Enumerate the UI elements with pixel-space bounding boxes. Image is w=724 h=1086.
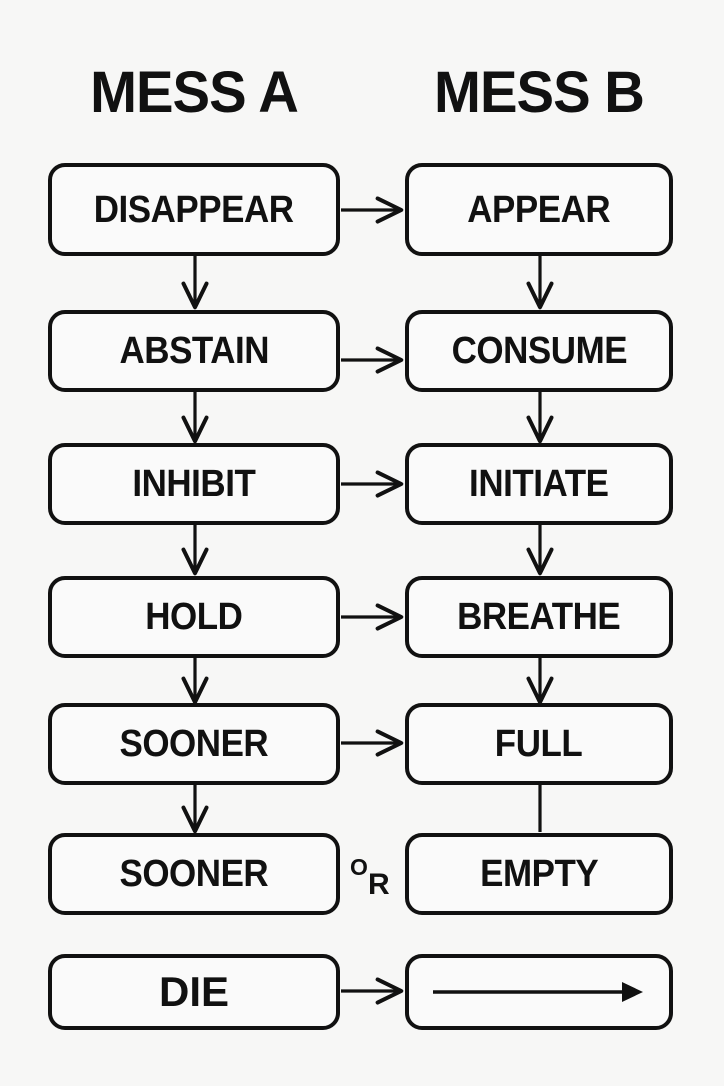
node-label: CONSUME: [451, 330, 627, 372]
or-label-second: R: [368, 868, 390, 901]
node-label: BREATHE: [457, 596, 621, 638]
node-left-row-7[interactable]: DIE: [48, 954, 340, 1030]
node-label: SOONER: [119, 853, 269, 895]
long-right-arrow-icon: [409, 958, 669, 1026]
node-label: DIE: [158, 968, 229, 1015]
node-left-row-2[interactable]: ABSTAIN: [48, 310, 340, 392]
node-right-row-2[interactable]: CONSUME: [405, 310, 673, 392]
node-label: INHIBIT: [132, 463, 256, 505]
node-label: FULL: [495, 723, 583, 765]
node-label: INITIATE: [469, 463, 609, 505]
node-right-row-6[interactable]: EMPTY: [405, 833, 673, 915]
node-right-row-3[interactable]: INITIATE: [405, 443, 673, 525]
node-left-row-4[interactable]: HOLD: [48, 576, 340, 658]
or-connector-label: O R: [348, 856, 402, 914]
node-right-row-5[interactable]: FULL: [405, 703, 673, 785]
node-label: DISAPPEAR: [94, 188, 294, 231]
column-heading-mess-a: MESS A: [90, 60, 299, 125]
column-heading-mess-b: MESS B: [434, 60, 645, 125]
node-label: APPEAR: [467, 188, 611, 231]
node-label: SOONER: [119, 723, 269, 765]
node-left-row-6[interactable]: SOONER: [48, 833, 340, 915]
node-right-row-4[interactable]: BREATHE: [405, 576, 673, 658]
node-right-row-7[interactable]: [405, 954, 673, 1030]
node-left-row-1[interactable]: DISAPPEAR: [48, 163, 340, 256]
node-label: ABSTAIN: [119, 330, 269, 372]
node-left-row-3[interactable]: INHIBIT: [48, 443, 340, 525]
node-right-row-1[interactable]: APPEAR: [405, 163, 673, 256]
node-label: HOLD: [145, 596, 243, 638]
or-label-first: O: [350, 854, 368, 880]
node-label: EMPTY: [479, 853, 599, 895]
node-left-row-5[interactable]: SOONER: [48, 703, 340, 785]
